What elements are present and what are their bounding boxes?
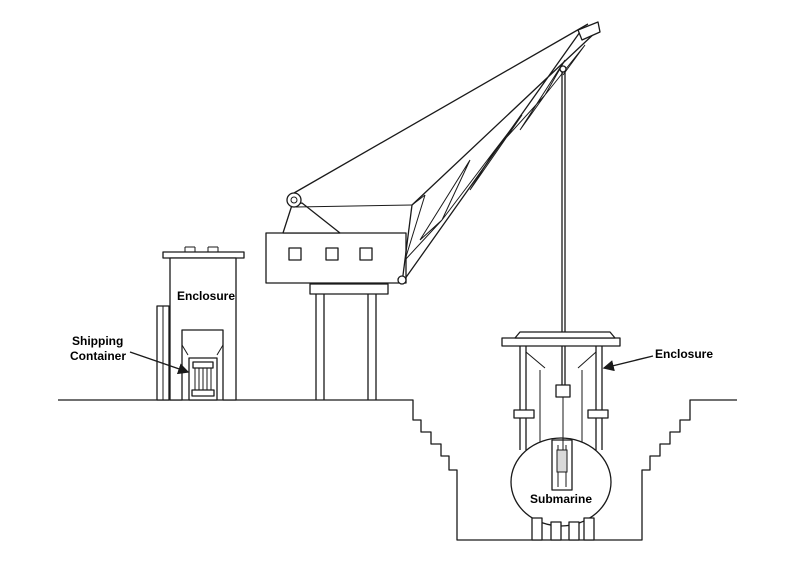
label-shipping-container-line2: Container: [70, 349, 126, 363]
label-shipping-container-line1: Shipping: [72, 334, 123, 348]
submarine: [510, 384, 612, 541]
crane: [265, 21, 601, 400]
shipping-container: [188, 357, 218, 401]
ground-and-pit: [58, 399, 737, 541]
arrow-enclosure-right: [602, 355, 654, 372]
label-enclosure-left: Enclosure: [177, 289, 235, 303]
left-enclosure: [156, 246, 245, 401]
right-enclosure: [501, 331, 621, 455]
label-enclosure-right: Enclosure: [655, 347, 713, 361]
arrow-shipping-container: [129, 351, 190, 375]
label-submarine: Submarine: [530, 492, 592, 506]
